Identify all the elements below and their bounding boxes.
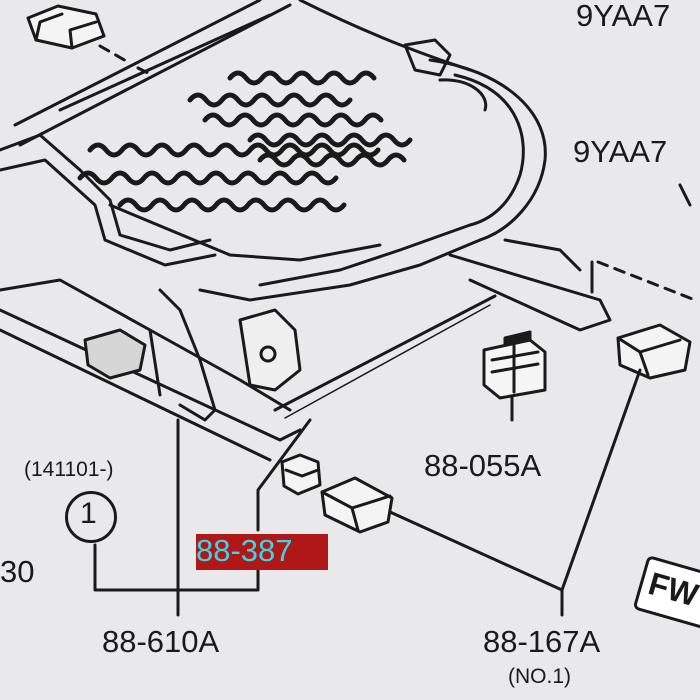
reference-circle: [65, 491, 117, 543]
label-88-610a: 88-610A: [102, 624, 220, 659]
leader-9yaa7: [678, 183, 692, 207]
forward-badge-text: FW: [644, 565, 700, 614]
dashed-leader-right: [596, 260, 697, 302]
label-88-055a: 88-055A: [424, 448, 542, 483]
clip-088-167a-middle: [320, 476, 394, 534]
label-88-167a: 88-167A: [483, 624, 601, 659]
label-9yaa7-top: 9YAA7: [576, 0, 671, 33]
reference-number: 1: [80, 497, 97, 530]
highlight-box: [196, 534, 328, 570]
label-9yaa7-mid: 9YAA7: [573, 134, 668, 169]
top-clip-part: [26, 4, 106, 50]
label-no1: (NO.1): [508, 665, 571, 688]
label-88-387-highlighted: 88-387: [196, 533, 293, 568]
clip-088-167a-right: [616, 323, 692, 380]
label-left-edge: 30: [0, 554, 35, 589]
clip-088-387: [280, 453, 322, 496]
label-date-range: (141101-): [24, 458, 114, 481]
connector-088-055a: [482, 330, 547, 422]
seat-frame: [0, 0, 612, 462]
leader-lines: [93, 368, 642, 617]
